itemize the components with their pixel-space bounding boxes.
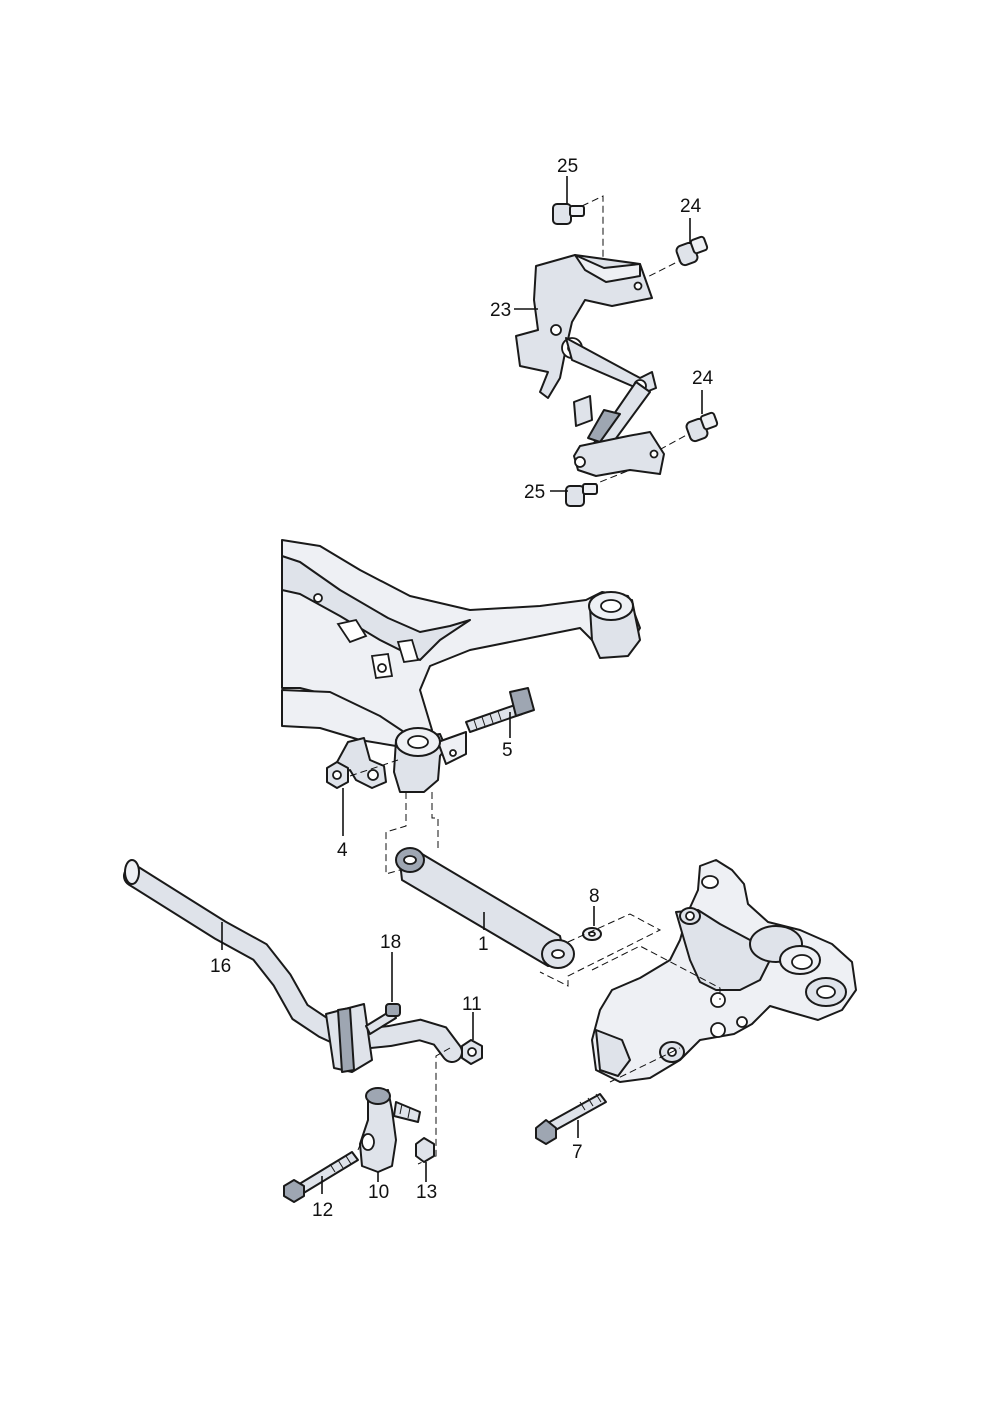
bolt-5 — [465, 687, 535, 733]
link-arm-1 — [395, 847, 575, 969]
callout-24-lower: 24 — [692, 368, 714, 389]
level-sensor-bracket — [515, 254, 653, 399]
bolt-12 — [283, 1151, 359, 1203]
callout-1: 1 — [478, 934, 489, 955]
callout-8: 8 — [589, 886, 600, 907]
level-sensor-arm — [565, 337, 657, 393]
callout-25-upper: 25 — [557, 156, 578, 177]
callout-7: 7 — [572, 1142, 583, 1163]
callout-4: 4 — [337, 840, 348, 861]
stabilizer-bar-16 — [123, 859, 463, 1063]
rivet-nut-24-upper — [675, 235, 709, 267]
rivet-nut-24-lower — [685, 411, 719, 443]
callout-11: 11 — [462, 994, 482, 1015]
nut-13 — [415, 1137, 435, 1163]
rear-subframe — [281, 539, 641, 793]
bolt-18 — [365, 1003, 401, 1035]
callout-23: 23 — [490, 300, 511, 321]
callout-24-upper: 24 — [680, 196, 702, 217]
callout-12: 12 — [312, 1200, 333, 1221]
nut-4 — [326, 761, 349, 789]
subframe-front-bushing — [393, 727, 467, 793]
coupling-rod-10 — [359, 1087, 421, 1173]
callout-13: 13 — [416, 1182, 437, 1203]
callout-18: 18 — [380, 932, 401, 953]
wheel-bearing-housing — [591, 859, 857, 1083]
stabilizer-mount-bracket — [325, 1003, 373, 1073]
callout-10: 10 — [368, 1182, 389, 1203]
level-sensor-assembly — [514, 176, 719, 507]
callout-5: 5 — [502, 740, 513, 761]
subframe-rear-bushing — [588, 591, 641, 659]
bolt-25-lower — [565, 483, 598, 507]
bolt-7 — [535, 1093, 607, 1145]
washer-8 — [582, 927, 602, 941]
nut-11 — [461, 1039, 483, 1065]
callout-16: 16 — [210, 956, 231, 977]
bolt-25-upper — [552, 203, 585, 225]
callout-25-lower: 25 — [524, 482, 545, 503]
